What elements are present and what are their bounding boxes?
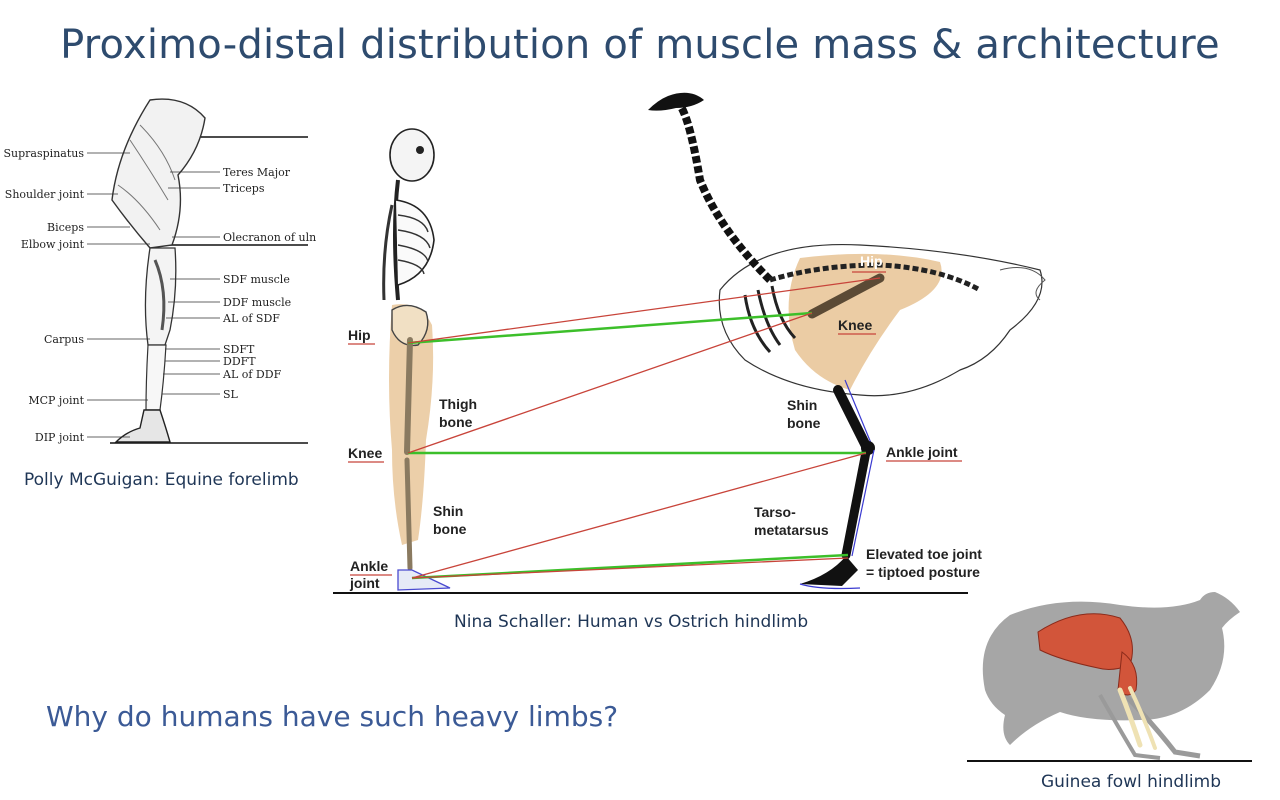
human-label-joint: joint — [349, 575, 380, 591]
equine-label-dip-joint: DIP joint — [35, 431, 85, 444]
guinea-fowl-illustration — [967, 592, 1252, 761]
human-label-ankle: Ankle — [350, 558, 388, 574]
equine-label-shoulder-joint: Shoulder joint — [5, 188, 85, 201]
human-label-thigh: Thigh — [439, 396, 477, 412]
equine-label-ddf-muscle: DDF muscle — [223, 296, 291, 309]
ostrich-label-metatarsus: metatarsus — [754, 522, 829, 538]
ostrich-label-shin: Shin — [787, 397, 817, 413]
red-line-ankle — [412, 453, 866, 578]
human-label-knee: Knee — [348, 445, 382, 461]
equine-label-olecranon: Olecranon of uln — [223, 231, 316, 244]
human-label-thigh-bone: bone — [439, 414, 473, 430]
equine-label-teres-major: Teres Major — [223, 166, 291, 179]
ostrich-label-tarso: Tarso- — [754, 504, 796, 520]
equine-label-sdf-muscle: SDF muscle — [223, 273, 290, 286]
question-text: Why do humans have such heavy limbs? — [46, 700, 618, 733]
ostrich-label-knee: Knee — [838, 317, 872, 333]
equine-label-elbow-joint: Elbow joint — [21, 238, 85, 251]
equine-label-al-of-sdf: AL of SDF — [222, 312, 280, 325]
equine-label-al-of-ddf: AL of DDF — [222, 368, 282, 381]
human-skeleton-illustration: Hip Knee Ankle joint Thigh bone Shin bon… — [348, 129, 477, 591]
ostrich-skeleton-illustration: Hip Knee Shin bone Ankle joint Tarso- me… — [648, 93, 1045, 589]
equine-label-ddft: DDFT — [223, 355, 256, 368]
equine-label-biceps: Biceps — [47, 221, 84, 234]
equine-label-mcp-joint: MCP joint — [28, 394, 84, 407]
equine-label-sl: SL — [223, 388, 239, 401]
caption-equine: Polly McGuigan: Equine forelimb — [24, 470, 299, 490]
human-label-shin: Shin — [433, 503, 463, 519]
human-label-shin-bone: bone — [433, 521, 467, 537]
equine-label-triceps: Triceps — [223, 182, 265, 195]
equine-label-supraspinatus: Supraspinatus — [4, 147, 85, 160]
caption-human-ostrich: Nina Schaller: Human vs Ostrich hindlimb — [454, 612, 808, 632]
red-line-toe — [412, 558, 848, 578]
ostrich-label-ankle-joint: Ankle joint — [886, 444, 958, 460]
equine-label-carpus: Carpus — [44, 333, 84, 346]
ostrich-label-hip: Hip — [860, 253, 883, 269]
ostrich-label-elevated-toe: Elevated toe joint — [866, 546, 982, 562]
ostrich-label-shin-bone: bone — [787, 415, 821, 431]
equine-forelimb-illustration: Supraspinatus Shoulder joint Biceps Elbo… — [4, 99, 317, 444]
caption-guinea-fowl: Guinea fowl hindlimb — [1041, 772, 1221, 792]
ostrich-label-tiptoed: = tiptoed posture — [866, 564, 980, 580]
human-label-hip: Hip — [348, 327, 371, 343]
